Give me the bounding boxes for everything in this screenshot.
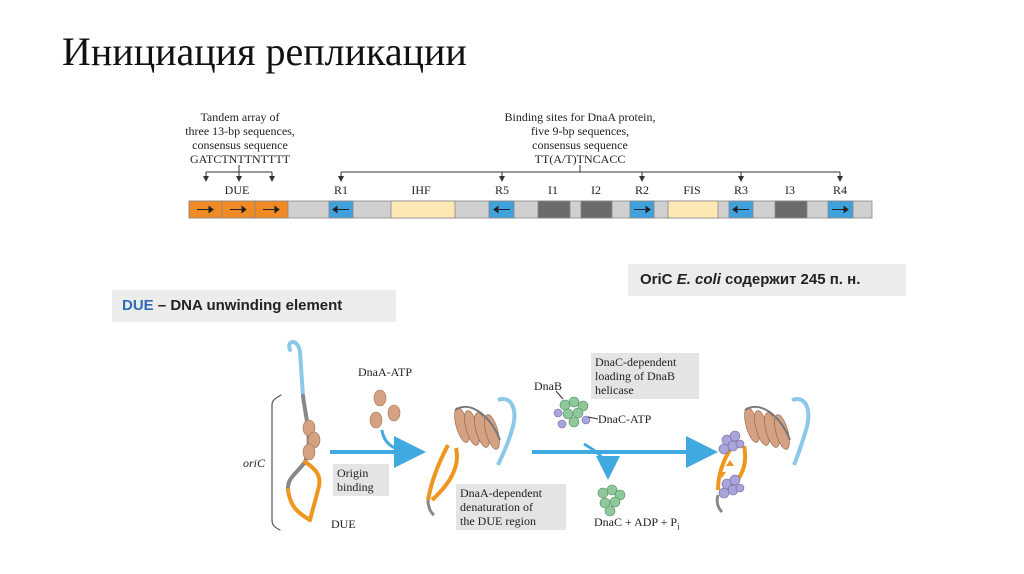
label-r1: R1 [333, 183, 349, 197]
products-text: DnaC + ADP + P [594, 515, 678, 529]
dnac-loading-box: DnaC-dependent loading of DnaB helicase [591, 353, 699, 399]
binding-note-line: consensus sequence [532, 138, 628, 152]
oric-label: oriC [243, 456, 266, 470]
site-i3 [774, 200, 808, 219]
site-ihf [390, 200, 456, 219]
dnac-loading-line: helicase [595, 383, 634, 397]
dnac-atp-pointer [587, 416, 599, 420]
denaturation-line: DnaA-dependent [460, 486, 542, 500]
label-i3: I3 [785, 183, 795, 197]
due-definition-box: DUE – DNA unwinding element [112, 290, 396, 322]
dnab-dnac-complex [553, 396, 591, 429]
dnac-atp-label: DnaC-ATP [598, 412, 652, 426]
oric-map-bar [188, 200, 873, 219]
label-r5: R5 [494, 183, 510, 197]
site-i1 [537, 200, 571, 219]
dnab-label: DnaB [534, 379, 562, 393]
label-r2: R2 [634, 183, 650, 197]
binding-site-pointers [338, 165, 843, 182]
label-ihf: IHF [411, 183, 431, 197]
helicase-loaded-complex [715, 397, 811, 514]
denaturation-box: DnaA-dependent denaturation of the DUE r… [456, 484, 566, 530]
site-i2 [580, 200, 613, 219]
binding-note-line: five 9-bp sequences, [530, 124, 630, 138]
products-label: DnaC + ADP + Pi [594, 515, 680, 531]
label-i2: I2 [591, 183, 601, 197]
tandem-note-line: consensus sequence [192, 138, 288, 152]
oric-suffix: содержит 245 п. н. [720, 271, 861, 288]
oric-size-box: OriC E. coli содержит 245 п. н. [628, 264, 906, 296]
origin-binding-box: Origin binding [333, 464, 389, 496]
label-due: DUE [224, 183, 250, 197]
due-label: DUE [331, 517, 356, 531]
site-fis [667, 200, 719, 219]
denaturation-line: the DUE region [460, 514, 536, 528]
tandem-pointers [203, 165, 275, 182]
binding-note-line: Binding sites for DnaA protein, [504, 110, 656, 124]
label-i1: I1 [548, 183, 558, 197]
due-rest: – DNA unwinding element [153, 297, 343, 314]
origin-binding-line: binding [337, 480, 374, 494]
dnaa-cluster-stage1 [302, 419, 321, 461]
binding-sites-note: Binding sites for DnaA protein, five 9-b… [475, 110, 685, 166]
due-term: DUE [122, 297, 154, 314]
dnaa-complex-stage2 [426, 397, 517, 517]
origin-binding-line: Origin [337, 466, 369, 480]
dnab-pointer [555, 390, 564, 400]
tandem-array-note: Tandem array of three 13-bp sequences, c… [165, 110, 315, 166]
denaturation-line: denaturation of [460, 500, 533, 514]
released-dnac [597, 484, 626, 517]
dnac-loading-line: DnaC-dependent [595, 355, 677, 369]
tandem-note-line: Tandem array of [200, 110, 280, 124]
dnaa-atp-label: DnaA-ATP [358, 365, 412, 379]
dnac-release-arrow [583, 442, 620, 480]
label-r3: R3 [733, 183, 749, 197]
dnaa-atp-monomers [369, 389, 401, 429]
label-r4: R4 [832, 183, 848, 197]
products-subscript: i [677, 521, 680, 532]
binding-note-sequence: TT(A/T)TNCACC [534, 152, 626, 166]
label-fis: FIS [683, 183, 701, 197]
oric-dna-stage1 [271, 340, 322, 531]
oric-species: E. coli [676, 271, 721, 288]
tandem-note-line: three 13-bp sequences, [185, 124, 295, 138]
dnaa-curved-arrow [380, 429, 422, 464]
dnac-loading-line: loading of DnaB [595, 369, 675, 383]
tandem-note-sequence: GATCTNTTNTTTT [190, 152, 290, 166]
slide-title: Инициация репликации [62, 29, 467, 74]
oric-prefix: OriC [640, 271, 677, 288]
